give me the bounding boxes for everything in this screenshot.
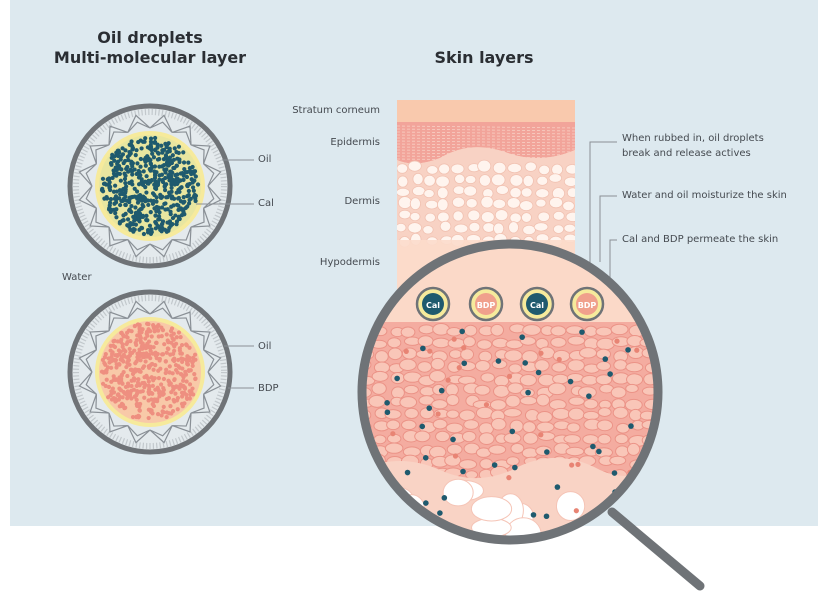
droplet2-oil-label: Oil (258, 341, 272, 352)
layer-label-stratum-corneum: Stratum corneum (292, 105, 380, 116)
badge-bdp-2: BDP (468, 286, 504, 322)
badge-cal-1: Cal (415, 286, 451, 322)
badge-bdp-4: BDP (569, 286, 605, 322)
water-label: Water (62, 272, 92, 283)
note-permeate: Cal and BDP permeate the skin (622, 234, 779, 245)
note-oil-droplets-break: When rubbed in, oil droplets break and r… (622, 133, 764, 159)
badge-cal-3: Cal (519, 286, 555, 322)
note-moisturize: Water and oil moisturize the skin (622, 190, 787, 201)
oil-droplets-title-line2: Multi-molecular layer (53, 48, 247, 67)
svg-text:BDP: BDP (477, 301, 496, 310)
skin-layers-title: Skin layers (434, 48, 534, 67)
layer-label-dermis: Dermis (344, 196, 380, 207)
droplet2-bdp-label: BDP (258, 383, 279, 394)
svg-text:BDP: BDP (578, 301, 597, 310)
droplet1-oil-label: Oil (258, 154, 272, 165)
droplet1-cal-label: Cal (258, 198, 274, 209)
svg-text:Cal: Cal (530, 301, 544, 310)
skin-cross-section (397, 100, 575, 290)
layer-label-epidermis: Epidermis (330, 137, 380, 148)
svg-text:Cal: Cal (426, 301, 440, 310)
oil-droplet-bdp (67, 289, 233, 455)
active-badges: Cal BDP Cal BDP (415, 286, 605, 322)
oil-droplets-title-line1: Oil droplets (97, 28, 203, 47)
droplet-leader-lines (196, 159, 254, 389)
oil-droplet-cal (67, 103, 233, 269)
oil-droplets-title: Oil droplets Multi-molecular layer (40, 28, 260, 68)
layer-label-hypodermis: Hypodermis (319, 257, 380, 268)
